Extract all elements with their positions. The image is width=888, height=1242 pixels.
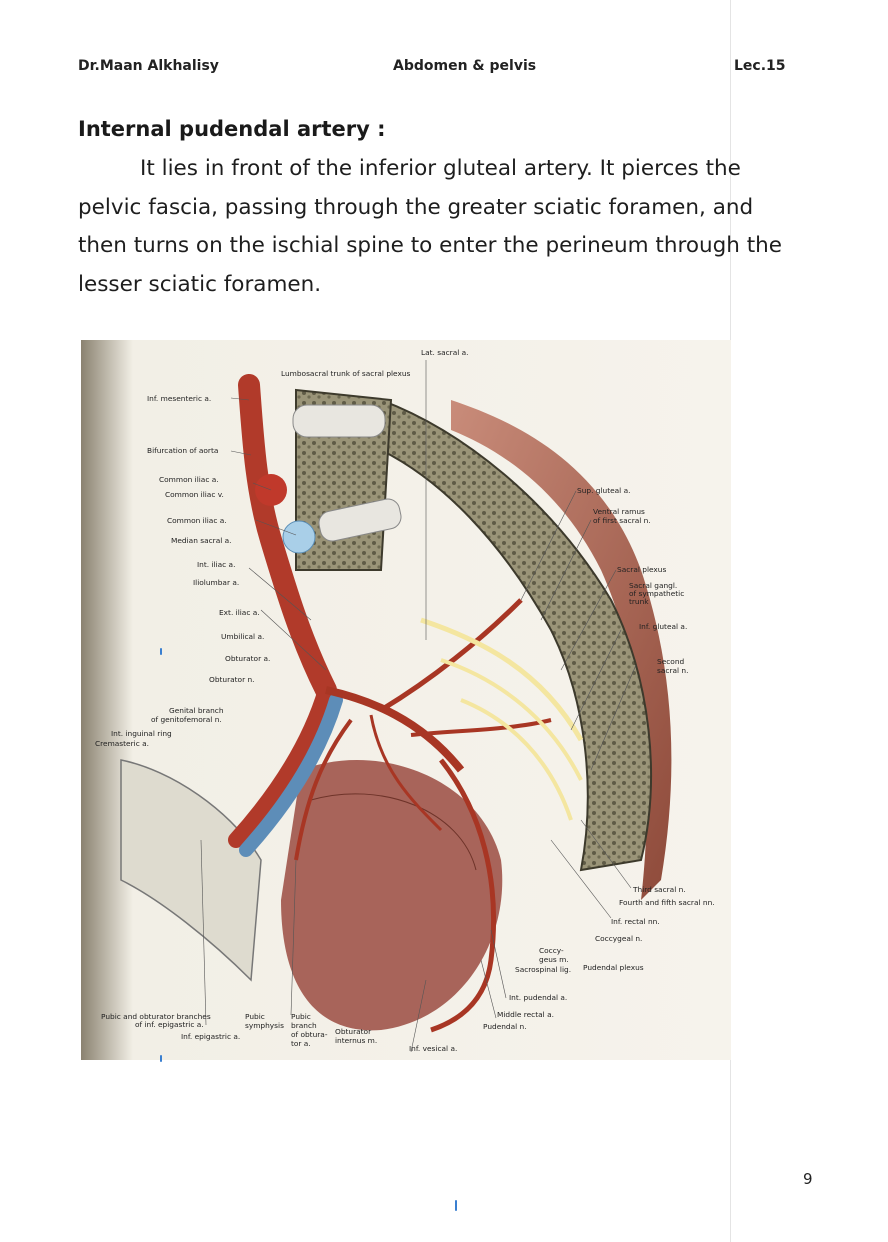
label-coccygeus-1: Coccy-: [539, 946, 564, 955]
label-second-sacral-2: sacral n.: [657, 666, 688, 675]
intervertebral-disc-2: [318, 498, 402, 542]
intervertebral-disc-1: [292, 404, 386, 438]
pelvis-anatomy-figure: Lat. sacral a. Lumbosacral trunk of sacr…: [81, 340, 731, 1060]
sacrum-bone: [380, 398, 652, 872]
label-coccygeus-2: geus m.: [539, 955, 569, 964]
label-common-iliac-a-2: Common iliac a.: [167, 516, 227, 525]
label-lat-sacral: Lat. sacral a.: [421, 348, 469, 357]
label-iliolumbar: Iliolumbar a.: [193, 578, 239, 587]
internal-pudendal-artery: [430, 758, 496, 1033]
label-inf-mesenteric: Inf. mesenteric a.: [147, 394, 211, 403]
header-course: Abdomen & pelvis: [393, 58, 537, 74]
label-middle-rectal: Middle rectal a.: [497, 1010, 554, 1019]
label-pubic-symphysis-2: symphysis: [245, 1021, 284, 1030]
section-heading: Internal pudendal artery :: [78, 117, 386, 141]
label-common-iliac-a-1: Common iliac a.: [159, 475, 219, 484]
label-inf-rectal-nn: Inf. rectal nn.: [611, 917, 660, 926]
label-obturator-n: Obturator n.: [209, 675, 255, 684]
leader-lines: [200, 360, 637, 1053]
label-sacral-gangl-1: Sacral gangl.: [629, 581, 677, 590]
label-cremasteric: Cremasteric a.: [95, 739, 149, 748]
section-paragraph: It lies in front of the inferior gluteal…: [78, 156, 783, 297]
superior-gluteal-artery: [379, 598, 523, 713]
label-coccygeal-n: Coccygeal n.: [595, 934, 642, 943]
external-iliac-artery: [228, 682, 334, 848]
label-ventral-ramus-1: Ventral ramus: [593, 507, 645, 516]
label-sup-gluteal: Sup. gluteal a.: [577, 486, 630, 495]
label-pubic-branch-1: Pubic: [291, 1012, 311, 1021]
obturator-internus-muscle: [281, 760, 503, 1031]
header-author: Dr.Maan Alkhalisy: [78, 58, 219, 74]
sacral-plexus-nerve-3: [460, 698, 573, 821]
label-umbilical: Umbilical a.: [221, 632, 264, 641]
label-ext-iliac: Ext. iliac a.: [219, 608, 260, 617]
external-iliac-vein: [239, 693, 343, 857]
label-pubic-branch-3: of obtura-: [291, 1030, 328, 1039]
label-common-iliac-v: Common iliac v.: [165, 490, 224, 499]
label-sacral-gangl-2: of sympathetic: [629, 589, 684, 598]
sacral-plexus-nerve-2: [440, 658, 583, 781]
label-pubic-obturator-2: of inf. epigastric a.: [135, 1020, 204, 1029]
label-sacrospinal-lig: Sacrospinal lig.: [515, 965, 571, 974]
label-sacral-plexus: Sacral plexus: [617, 565, 666, 574]
label-inf-vesical: Inf. vesical a.: [409, 1044, 457, 1053]
label-inf-epigastric: Inf. epigastric a.: [181, 1032, 240, 1041]
label-inf-gluteal: Inf. gluteal a.: [639, 622, 687, 631]
label-third-sacral: Third sacral n.: [632, 885, 686, 894]
gluteal-muscle: [451, 400, 672, 900]
label-sacral-gangl-3: trunk: [629, 597, 649, 606]
label-ventral-ramus-2: of first sacral n.: [593, 516, 651, 525]
label-pudendal-n: Pudendal n.: [483, 1022, 527, 1031]
common-iliac-vein-cross-section: [282, 520, 316, 554]
label-obturator-a: Obturator a.: [225, 654, 270, 663]
obturator-artery: [294, 718, 353, 861]
label-obturator-internus-2: internus m.: [335, 1036, 377, 1045]
umbilical-artery: [369, 714, 443, 832]
header-lecture: Lec.15: [734, 58, 786, 74]
label-bifurcation-aorta: Bifurcation of aorta: [147, 446, 218, 455]
scan-artifact: [160, 648, 162, 655]
label-int-iliac: Int. iliac a.: [197, 560, 235, 569]
label-median-sacral: Median sacral a.: [171, 536, 232, 545]
sacral-plexus-nerve-1: [420, 617, 584, 742]
label-pubic-branch-4: tor a.: [291, 1039, 311, 1048]
label-pudendal-plexus: Pudendal plexus: [583, 963, 644, 972]
common-iliac-artery: [238, 374, 337, 701]
label-pubic-obturator-1: Pubic and obturator branches: [101, 1012, 211, 1021]
pubic-bone: [120, 759, 262, 982]
label-lumbosacral-trunk: Lumbosacral trunk of sacral plexus: [281, 369, 411, 378]
scan-artifact: [160, 1055, 162, 1062]
inferior-gluteal-artery: [410, 718, 552, 737]
label-pubic-symphysis-1: Pubic: [245, 1012, 265, 1021]
scan-artifact: [455, 1200, 457, 1211]
page-number: 9: [803, 1170, 813, 1188]
label-obturator-internus-1: Obturator: [335, 1027, 372, 1036]
label-inguinal-ring: Int. inguinal ring: [111, 729, 172, 738]
label-genital-branch-1: Genital branch: [169, 706, 224, 715]
label-pubic-branch-2: branch: [291, 1021, 317, 1030]
label-genital-branch-2: of genitofemoral n.: [151, 715, 222, 724]
internal-iliac-artery: [325, 686, 465, 773]
label-second-sacral-1: Second: [657, 657, 685, 666]
muscle-fibers: [310, 793, 477, 871]
label-fourth-fifth-sacral: Fourth and fifth sacral nn.: [619, 898, 715, 907]
label-int-pudendal: Int. pudendal a.: [509, 993, 567, 1002]
